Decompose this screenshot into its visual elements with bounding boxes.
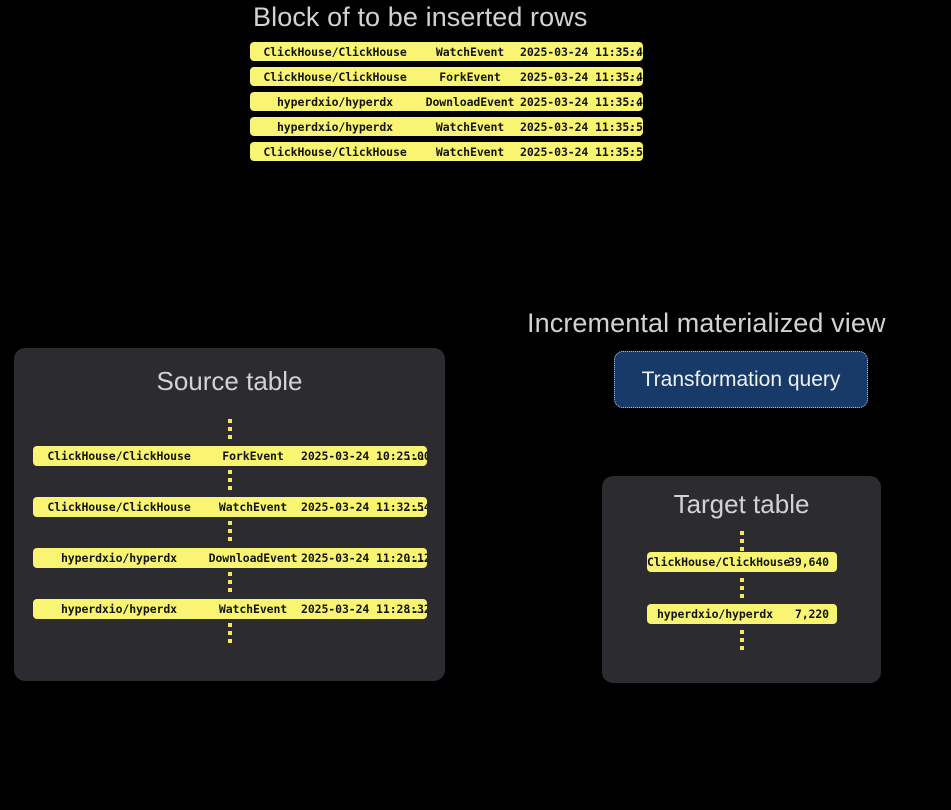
row-repo: ClickHouse/ClickHouse	[47, 449, 191, 463]
row-repo: hyperdxio/hyperdx	[656, 607, 773, 621]
block-row: ClickHouse/ClickHouse WatchEvent 2025-03…	[250, 42, 643, 61]
row-event: DownloadEvent	[208, 551, 298, 565]
block-title: Block of to be inserted rows	[253, 2, 588, 32]
row-time: 2025-03-24 11:32:54	[301, 500, 427, 514]
row-more: ...	[405, 449, 426, 463]
row-more: ...	[621, 94, 642, 109]
row-more: ...	[405, 551, 426, 565]
row-event: ForkEvent	[439, 69, 501, 84]
row-repo: ClickHouse/ClickHouse	[263, 144, 407, 159]
row-more: ...	[621, 144, 642, 159]
row-repo: ClickHouse/ClickHouse	[263, 69, 407, 84]
source-table-row: ClickHouse/ClickHouse WatchEvent 2025-03…	[33, 497, 427, 517]
row-event: WatchEvent	[435, 119, 505, 134]
row-event: ForkEvent	[222, 449, 284, 463]
row-time: 2025-03-24 11:35:44	[520, 69, 643, 84]
row-time: 2025-03-24 11:20:12	[301, 551, 427, 565]
row-time: 2025-03-24 10:25:00	[301, 449, 427, 463]
row-count: 7,220	[794, 607, 829, 621]
block-row: hyperdxio/hyperdx DownloadEvent 2025-03-…	[250, 92, 643, 111]
row-time: 2025-03-24 11:35:52	[520, 119, 643, 134]
transformation-query-box[interactable]: Transformation query	[614, 351, 868, 408]
ellipsis-dots	[740, 531, 744, 551]
source-table-title: Source table	[156, 366, 303, 396]
block-row: hyperdxio/hyperdx WatchEvent 2025-03-24 …	[250, 117, 643, 136]
ellipsis-dots	[228, 623, 232, 643]
block-row: ClickHouse/ClickHouse WatchEvent 2025-03…	[250, 142, 643, 161]
materialized-view-title: Incremental materialized view	[527, 308, 886, 338]
target-table-row: hyperdxio/hyperdx 7,220	[647, 604, 837, 624]
row-event: DownloadEvent	[425, 94, 515, 109]
target-table-title: Target table	[673, 489, 810, 519]
row-time: 2025-03-24 11:28:32	[301, 602, 427, 616]
ellipsis-dots	[228, 470, 232, 490]
transformation-query-label: Transformation query	[641, 367, 841, 391]
row-more: ...	[405, 602, 426, 616]
row-repo: hyperdxio/hyperdx	[276, 119, 393, 134]
row-event: WatchEvent	[218, 500, 288, 514]
row-repo: ClickHouse/ClickHouse	[47, 500, 191, 514]
ellipsis-dots	[228, 572, 232, 592]
row-time: 2025-03-24 11:35:40	[520, 44, 643, 59]
block-row: ClickHouse/ClickHouse ForkEvent 2025-03-…	[250, 67, 643, 86]
row-repo: hyperdxio/hyperdx	[60, 551, 177, 565]
row-time: 2025-03-24 11:35:54	[520, 144, 643, 159]
source-table-row: ClickHouse/ClickHouse ForkEvent 2025-03-…	[33, 446, 427, 466]
row-more: ...	[621, 119, 642, 134]
row-more: ...	[621, 69, 642, 84]
row-repo: ClickHouse/ClickHouse	[263, 44, 407, 59]
row-event: WatchEvent	[435, 144, 505, 159]
ellipsis-dots	[740, 578, 744, 598]
ellipsis-dots	[228, 521, 232, 541]
row-more: ...	[405, 500, 426, 514]
row-more: ...	[621, 44, 642, 59]
row-event: WatchEvent	[435, 44, 505, 59]
row-count: 39,640	[788, 555, 829, 569]
row-time: 2025-03-24 11:35:48	[520, 94, 643, 109]
row-repo: hyperdxio/hyperdx	[60, 602, 177, 616]
target-table-row: ClickHouse/ClickHouse 39,640	[647, 552, 837, 572]
row-repo: ClickHouse/ClickHouse	[647, 555, 791, 569]
ellipsis-dots	[740, 630, 744, 650]
row-event: WatchEvent	[218, 602, 288, 616]
ellipsis-dots	[228, 419, 232, 439]
source-table-row: hyperdxio/hyperdx DownloadEvent 2025-03-…	[33, 548, 427, 568]
row-repo: hyperdxio/hyperdx	[276, 94, 393, 109]
source-table-row: hyperdxio/hyperdx WatchEvent 2025-03-24 …	[33, 599, 427, 619]
